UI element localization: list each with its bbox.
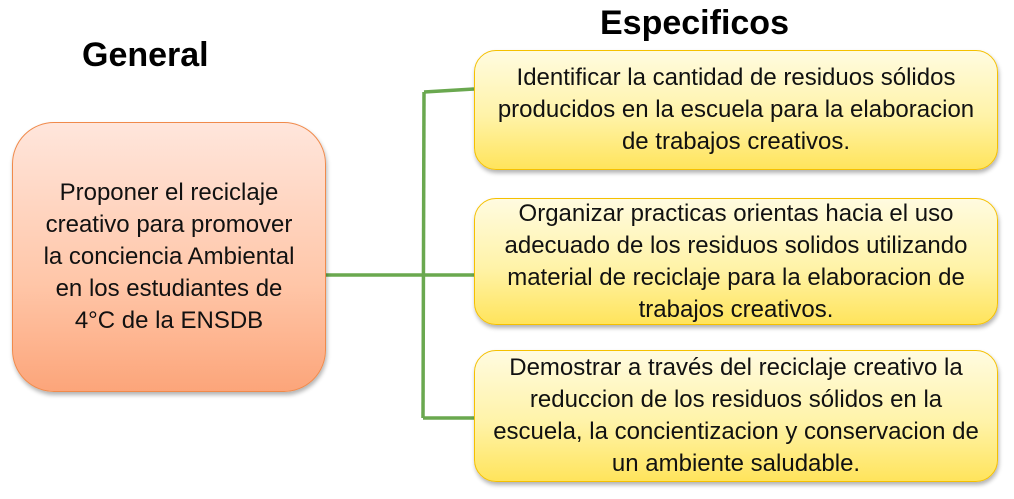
general-objective-text: Proponer el reciclaje creativo para prom… <box>43 179 295 334</box>
general-title: General <box>82 36 209 74</box>
connector-branch-1 <box>423 87 475 94</box>
specific-objective-box-2: Organizar practicas orientas hacia el us… <box>474 198 998 325</box>
specific-objective-text: Demostrar a través del reciclaje creativ… <box>493 354 979 477</box>
specific-objective-box-1: Identificar la cantidad de residuos sóli… <box>474 50 998 170</box>
specific-objective-text: Identificar la cantidad de residuos sóli… <box>497 64 975 155</box>
general-objective-box: Proponer el reciclaje creativo para prom… <box>12 122 326 392</box>
especificos-title: Especificos <box>600 4 789 42</box>
connector-vertical <box>421 91 426 419</box>
specific-objective-text: Organizar practicas orientas hacia el us… <box>504 199 968 323</box>
specific-objective-box-3: Demostrar a través del reciclaje creativ… <box>474 350 998 482</box>
